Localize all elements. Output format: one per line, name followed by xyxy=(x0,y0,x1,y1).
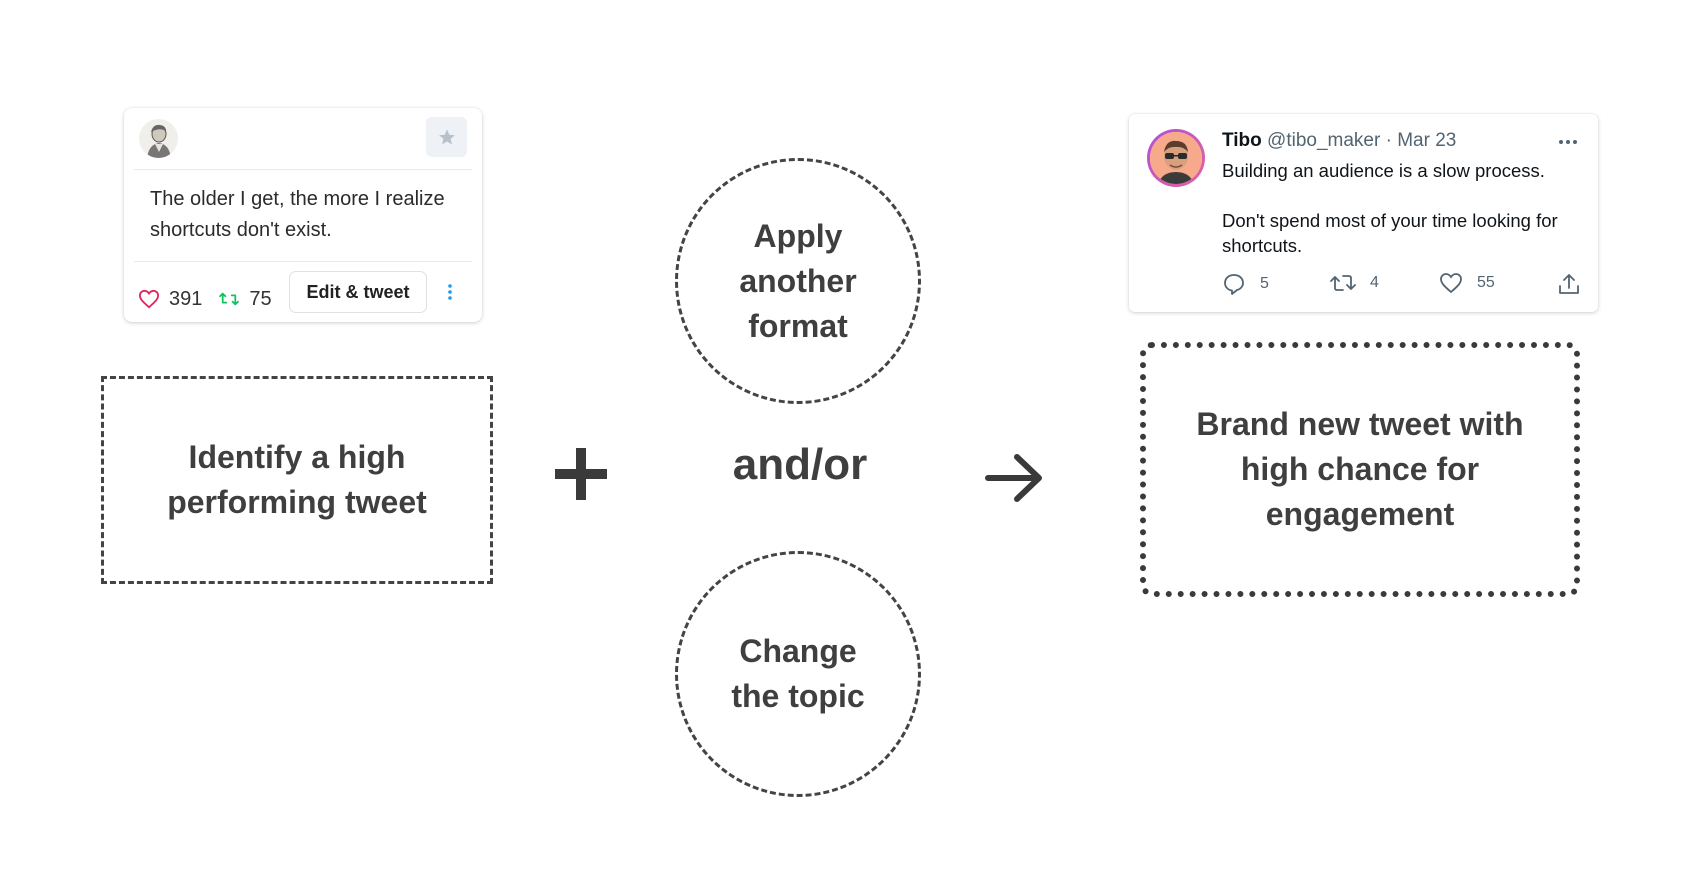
result-tweet-card: Tibo @tibo_maker · Mar 23 Building an au… xyxy=(1129,114,1598,312)
share-button[interactable] xyxy=(1558,272,1580,296)
author-avatar[interactable] xyxy=(139,119,178,158)
reply-icon xyxy=(1224,274,1244,295)
author-avatar[interactable] xyxy=(1147,129,1205,187)
star-icon xyxy=(438,129,455,145)
and-or-label: and/or xyxy=(732,440,868,489)
result-step-label: Brand new tweet with high chance for eng… xyxy=(1196,406,1524,532)
retweet-button[interactable]: 4 xyxy=(1330,272,1379,294)
tweet-line-2: Don't spend most of your time looking fo… xyxy=(1222,210,1558,256)
heart-icon xyxy=(138,289,160,309)
identify-step-label: Identify a high performing tweet xyxy=(167,439,427,520)
heart-icon xyxy=(1440,273,1462,294)
card-header-divider xyxy=(134,169,472,170)
card-footer-divider xyxy=(134,261,472,262)
retweet-icon xyxy=(1330,275,1356,291)
reply-button[interactable]: 5 xyxy=(1222,272,1269,296)
tweet-line-1: Building an audience is a slow process. xyxy=(1222,160,1545,181)
source-tweet-text: The older I get, the more I realize shor… xyxy=(150,188,445,241)
tweet-more-button[interactable] xyxy=(1558,132,1578,150)
author-name[interactable]: Tibo xyxy=(1222,130,1262,151)
retweets-count: 75 xyxy=(249,287,272,310)
change-topic-label: Change the topic xyxy=(731,633,865,714)
tweet-actions: 5 4 55 xyxy=(1222,272,1582,302)
edit-and-tweet-button[interactable]: Edit & tweet xyxy=(289,271,427,313)
retweets-stat: 75 xyxy=(218,287,272,311)
retweet-icon xyxy=(219,292,240,306)
share-icon xyxy=(1559,274,1579,294)
change-topic-circle: Change the topic xyxy=(675,551,921,797)
like-button[interactable]: 55 xyxy=(1439,272,1495,294)
source-tweet-card: The older I get, the more I realize shor… xyxy=(124,108,482,322)
tweet-date[interactable]: · Mar 23 xyxy=(1385,130,1457,151)
author-handle[interactable]: @tibo_maker xyxy=(1267,130,1381,151)
favorite-button[interactable] xyxy=(426,117,467,157)
result-step-box: Brand new tweet with high chance for eng… xyxy=(1140,342,1580,597)
plus-icon xyxy=(553,446,609,507)
arrow-right-icon xyxy=(985,453,1043,508)
identify-step-box: Identify a high performing tweet xyxy=(101,376,493,584)
likes-stat: 391 xyxy=(138,288,202,311)
likes-count: 55 xyxy=(1477,274,1495,291)
tweet-header: Tibo @tibo_maker · Mar 23 xyxy=(1222,130,1456,152)
horizontal-dots-icon xyxy=(1559,140,1577,144)
more-options-button[interactable] xyxy=(440,278,460,306)
likes-count: 391 xyxy=(169,287,203,310)
retweets-count: 4 xyxy=(1370,274,1379,291)
apply-format-label: Apply another format xyxy=(739,217,857,344)
vertical-dots-icon xyxy=(448,284,452,300)
replies-count: 5 xyxy=(1260,275,1269,292)
apply-format-circle: Apply another format xyxy=(675,158,921,404)
tweet-stats: 391 75 xyxy=(138,279,288,319)
result-tweet-text: Building an audience is a slow process. … xyxy=(1222,158,1582,258)
